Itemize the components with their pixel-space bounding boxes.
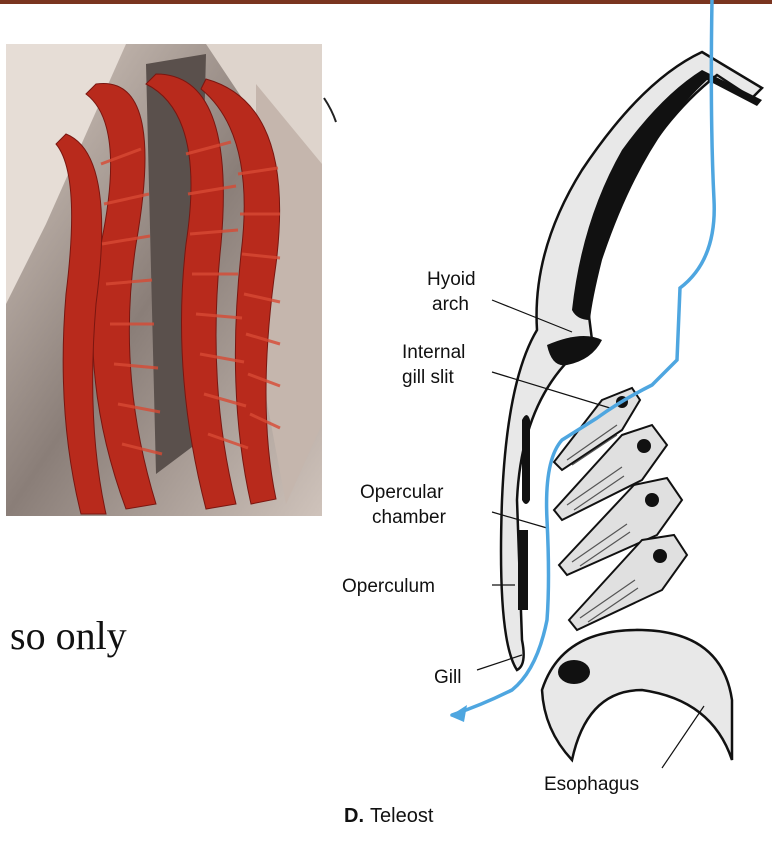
label-gill: Gill (434, 667, 461, 688)
label-opercular-chamber-1: Opercular (360, 482, 444, 503)
label-hyoid-arch-1: Hyoid (427, 269, 476, 290)
label-esophagus: Esophagus (544, 774, 639, 795)
label-hyoid-arch-2: arch (432, 294, 469, 315)
arrow-head (450, 705, 467, 722)
label-internal-gill-slit-2: gill slit (402, 367, 454, 388)
gill-filaments (552, 386, 689, 632)
subfigure-name: Teleost (370, 805, 434, 827)
gill-arches (55, 73, 281, 515)
label-operculum: Operculum (342, 576, 435, 597)
water-flow-arrow (450, 0, 716, 717)
esophagus-shape (540, 628, 734, 763)
teleost-gill-diagram: Hyoid arch Internal gill slit Opercular … (323, 0, 765, 827)
slide-top-border (0, 0, 772, 4)
subfigure-letter: D. (344, 805, 364, 827)
label-internal-gill-slit-1: Internal (402, 342, 465, 363)
label-opercular-chamber-2: chamber (372, 507, 447, 528)
slide-body-text: so only (10, 613, 127, 658)
gill-photo (6, 44, 322, 516)
